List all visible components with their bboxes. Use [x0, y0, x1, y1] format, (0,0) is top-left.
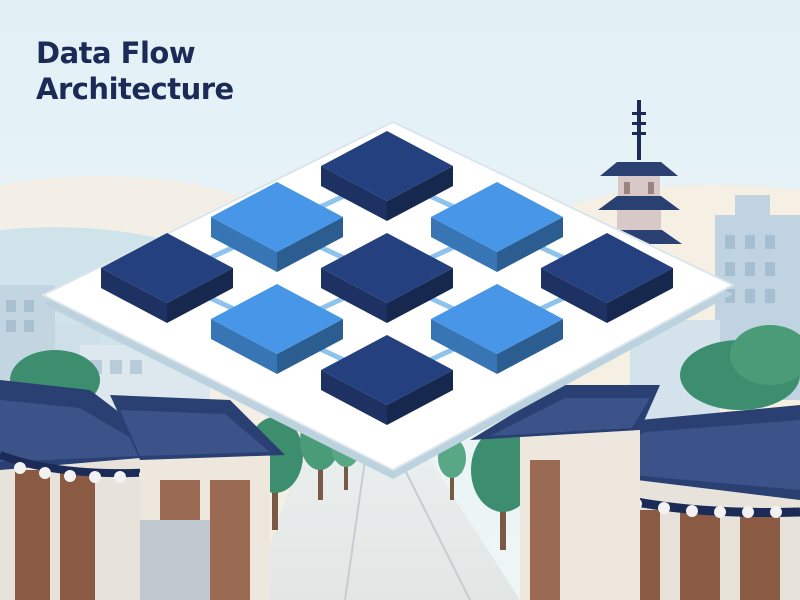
node-left-face	[321, 370, 387, 425]
node-right-face	[277, 217, 343, 272]
node-right-face	[277, 319, 343, 374]
road-line-left	[344, 459, 366, 600]
node-top-face	[431, 284, 563, 354]
node-right-face	[607, 268, 673, 323]
diagram-title-line-2: Architecture	[36, 72, 234, 106]
tree-icon	[680, 325, 800, 410]
node-right-face	[497, 319, 563, 374]
node-top-face	[211, 182, 343, 252]
node-top-face	[321, 131, 453, 201]
data-node-n-r2c2	[321, 335, 453, 425]
tree-icon	[471, 428, 535, 550]
data-node-n-r2c1	[211, 284, 343, 374]
node-top-face	[321, 233, 453, 303]
node-left-face	[321, 268, 387, 323]
node-left-face	[321, 166, 387, 221]
node-left-face	[431, 217, 497, 272]
node-right-face	[387, 166, 453, 221]
data-node-n-r1c0	[211, 182, 343, 272]
data-node-n-r1c1	[321, 233, 453, 323]
data-flow-diagram	[42, 121, 734, 479]
hanok-middle-left	[110, 395, 285, 600]
node-top-face	[321, 335, 453, 405]
node-left-face	[101, 268, 167, 323]
node-right-face	[387, 268, 453, 323]
node-left-face	[431, 319, 497, 374]
node-right-face	[387, 370, 453, 425]
node-top-face	[211, 284, 343, 354]
data-node-n-r1c2	[431, 284, 563, 374]
node-top-face	[101, 233, 233, 303]
node-left-face	[211, 217, 277, 272]
node-top-face	[431, 182, 563, 252]
data-node-n-r0c1	[431, 182, 563, 272]
road-line-right	[399, 459, 471, 600]
node-right-face	[497, 217, 563, 272]
node-top-face	[541, 233, 673, 303]
hanok-middle-right	[470, 385, 660, 600]
node-right-face	[167, 268, 233, 323]
node-left-face	[541, 268, 607, 323]
data-node-n-r2c0	[101, 233, 233, 323]
data-node-n-r0c2	[541, 233, 673, 323]
node-left-face	[211, 319, 277, 374]
data-node-n-r0c0	[321, 131, 453, 221]
diagram-title-line-1: Data Flow	[36, 36, 196, 70]
